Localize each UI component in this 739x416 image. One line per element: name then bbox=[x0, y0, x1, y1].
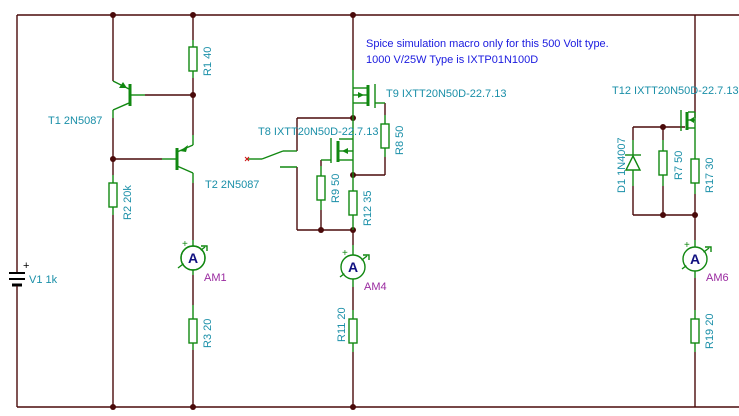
resistor-r19[interactable] bbox=[690, 310, 700, 352]
ammeter-am6[interactable]: A + bbox=[681, 240, 712, 278]
ammeter-am4[interactable]: A + bbox=[339, 245, 370, 287]
resistor-r9[interactable] bbox=[316, 166, 326, 210]
ammeter-am1[interactable]: A + bbox=[177, 239, 208, 275]
r2-label: R2 20k bbox=[122, 185, 134, 220]
ammeter-am6-letter: A bbox=[690, 251, 700, 267]
r3-label: R3 20 bbox=[202, 319, 214, 348]
note-line-1: Spice simulation macro only for this 500… bbox=[366, 38, 609, 50]
am1-label: AM1 bbox=[204, 272, 227, 284]
wires bbox=[16, 14, 739, 408]
resistor-r8[interactable] bbox=[380, 115, 390, 157]
t1-label: T1 2N5087 bbox=[48, 115, 102, 127]
battery-plus: + bbox=[23, 260, 29, 272]
t12-label: T12 IXTT20N50D-22.7.13 bbox=[612, 85, 739, 97]
ammeter-am1-plus: + bbox=[182, 239, 188, 250]
switch[interactable] bbox=[244, 150, 297, 168]
resistor-r7[interactable] bbox=[658, 140, 668, 186]
resistor-r1[interactable] bbox=[188, 40, 198, 78]
am6-label: AM6 bbox=[706, 272, 729, 284]
am4-label: AM4 bbox=[364, 281, 387, 293]
t9-label: T9 IXTT20N50D-22.7.13 bbox=[386, 88, 506, 100]
ammeter-am4-letter: A bbox=[348, 259, 358, 275]
mosfet-t9[interactable] bbox=[352, 70, 385, 118]
resistor-r17[interactable] bbox=[690, 145, 700, 194]
r17-label: R17 30 bbox=[704, 158, 716, 193]
r19-label: R19 20 bbox=[704, 314, 716, 349]
mosfet-t8[interactable] bbox=[321, 118, 354, 175]
resistor-r12[interactable] bbox=[348, 175, 358, 230]
note-line-2: 1000 V/25W Type is IXTP01N100D bbox=[366, 54, 538, 66]
v1-label: V1 1k bbox=[29, 274, 58, 286]
ammeter-am1-letter: A bbox=[188, 250, 198, 266]
resistor-r11[interactable] bbox=[348, 310, 358, 352]
transistor-t2[interactable] bbox=[162, 135, 194, 183]
r8-label: R8 50 bbox=[394, 126, 406, 155]
r11-label: R11 20 bbox=[336, 307, 348, 342]
r7-label: R7 50 bbox=[673, 151, 685, 180]
ammeter-am6-plus: + bbox=[684, 240, 690, 251]
ammeter-am4-plus: + bbox=[342, 248, 348, 259]
junctions bbox=[110, 12, 698, 410]
battery-v1[interactable]: + bbox=[9, 260, 29, 305]
t2-label: T2 2N5087 bbox=[205, 179, 259, 191]
diode-d1[interactable] bbox=[624, 140, 642, 186]
resistor-r2[interactable] bbox=[108, 175, 118, 215]
r12-label: R12 35 bbox=[362, 191, 374, 226]
t8-label: T8 IXTT20N50D-22.7.13 bbox=[258, 126, 378, 138]
transistor-t1[interactable] bbox=[112, 80, 145, 118]
mosfet-t12[interactable] bbox=[680, 110, 696, 145]
d1-label: D1 1N4007 bbox=[616, 137, 628, 193]
r9-label: R9 50 bbox=[330, 174, 342, 203]
resistor-r3[interactable] bbox=[188, 305, 198, 350]
r1-label: R1 40 bbox=[202, 47, 214, 76]
